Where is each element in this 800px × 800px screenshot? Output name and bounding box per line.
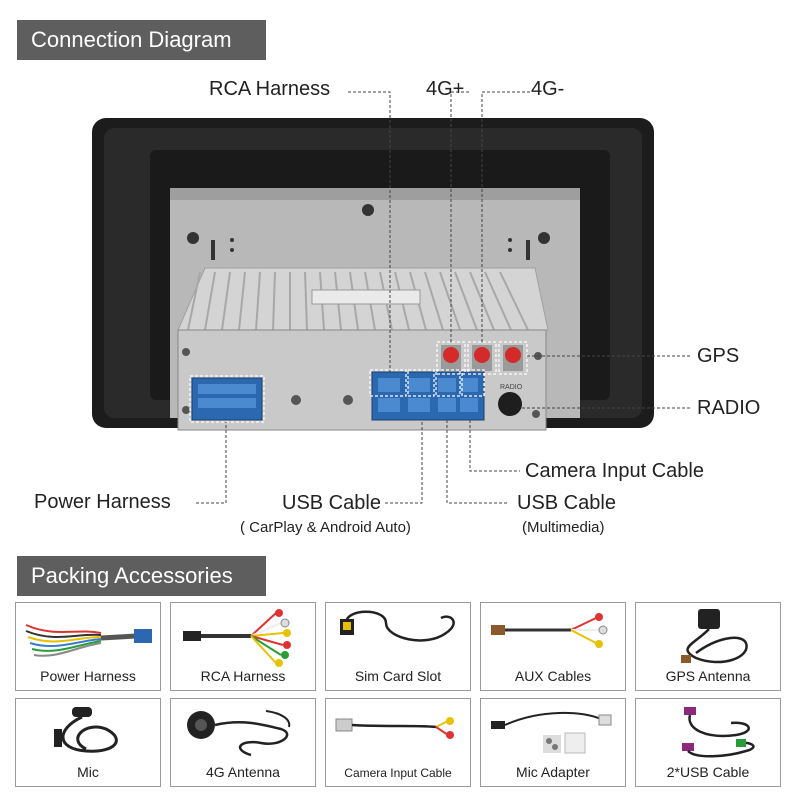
accessory-label: Mic Adapter xyxy=(516,764,590,780)
antenna-ports xyxy=(441,345,523,371)
rca-harness-icon xyxy=(183,609,291,667)
accessory-card: AUX Cables xyxy=(480,602,626,691)
aux-cables-icon xyxy=(491,613,608,648)
head-unit-rear-diagram: RADIO xyxy=(92,91,690,504)
accessory-label: GPS Antenna xyxy=(665,668,751,684)
mic-icon xyxy=(54,707,118,753)
packing-accessories-header: Packing Accessories xyxy=(17,556,266,596)
accessory-label: 2*USB Cable xyxy=(666,764,750,780)
accessory-label: AUX Cables xyxy=(514,668,592,684)
camera-input-cable-icon xyxy=(335,717,454,739)
label-radio: RADIO xyxy=(697,397,761,419)
note-usb-multimedia: (Multimedia) xyxy=(522,519,605,536)
accessory-label: Mic xyxy=(77,764,99,780)
label-gps: GPS xyxy=(697,345,740,367)
label-4g-minus: 4G- xyxy=(531,78,565,100)
label-usb-cable-carplay: USB Cable xyxy=(282,492,381,514)
accessories-grid: Power Harness RCA Harness xyxy=(15,602,785,792)
accessory-card: RCA Harness xyxy=(170,602,316,691)
accessory-card: 2*USB Cable xyxy=(635,698,781,787)
label-camera-input-cable: Camera Input Cable xyxy=(525,460,704,482)
radio-port xyxy=(498,392,522,416)
usb-cable-icon xyxy=(682,707,755,758)
label-power-harness: Power Harness xyxy=(34,491,171,513)
sim-card-slot-icon xyxy=(340,610,455,642)
accessory-card: Power Harness xyxy=(15,602,161,691)
accessory-card: GPS Antenna xyxy=(635,602,781,691)
accessory-card: Mic Adapter xyxy=(480,698,626,787)
gps-antenna-icon xyxy=(681,609,748,664)
connection-diagram-header: Connection Diagram xyxy=(17,20,266,60)
mic-adapter-icon xyxy=(491,711,612,754)
note-usb-carplay: ( CarPlay & Android Auto) xyxy=(240,519,411,536)
label-rca-harness: RCA Harness xyxy=(209,78,331,100)
accessory-card: Mic xyxy=(15,698,161,787)
accessory-label: 4G Antenna xyxy=(206,764,280,780)
accessory-card: Sim Card Slot xyxy=(325,602,471,691)
accessory-label: RCA Harness xyxy=(200,668,286,684)
accessory-card: 4G Antenna xyxy=(170,698,316,787)
4g-antenna-icon xyxy=(187,710,291,757)
radio-port-text: RADIO xyxy=(500,384,523,391)
label-usb-cable-multimedia: USB Cable xyxy=(517,492,616,514)
accessory-card: Camera Input Cable xyxy=(325,698,471,787)
accessory-label: Power Harness xyxy=(40,668,136,684)
accessory-label: Camera Input Cable xyxy=(344,766,452,780)
power-harness-icon xyxy=(25,624,152,657)
accessory-label: Sim Card Slot xyxy=(354,668,442,684)
label-4g-plus: 4G+ xyxy=(426,78,465,100)
